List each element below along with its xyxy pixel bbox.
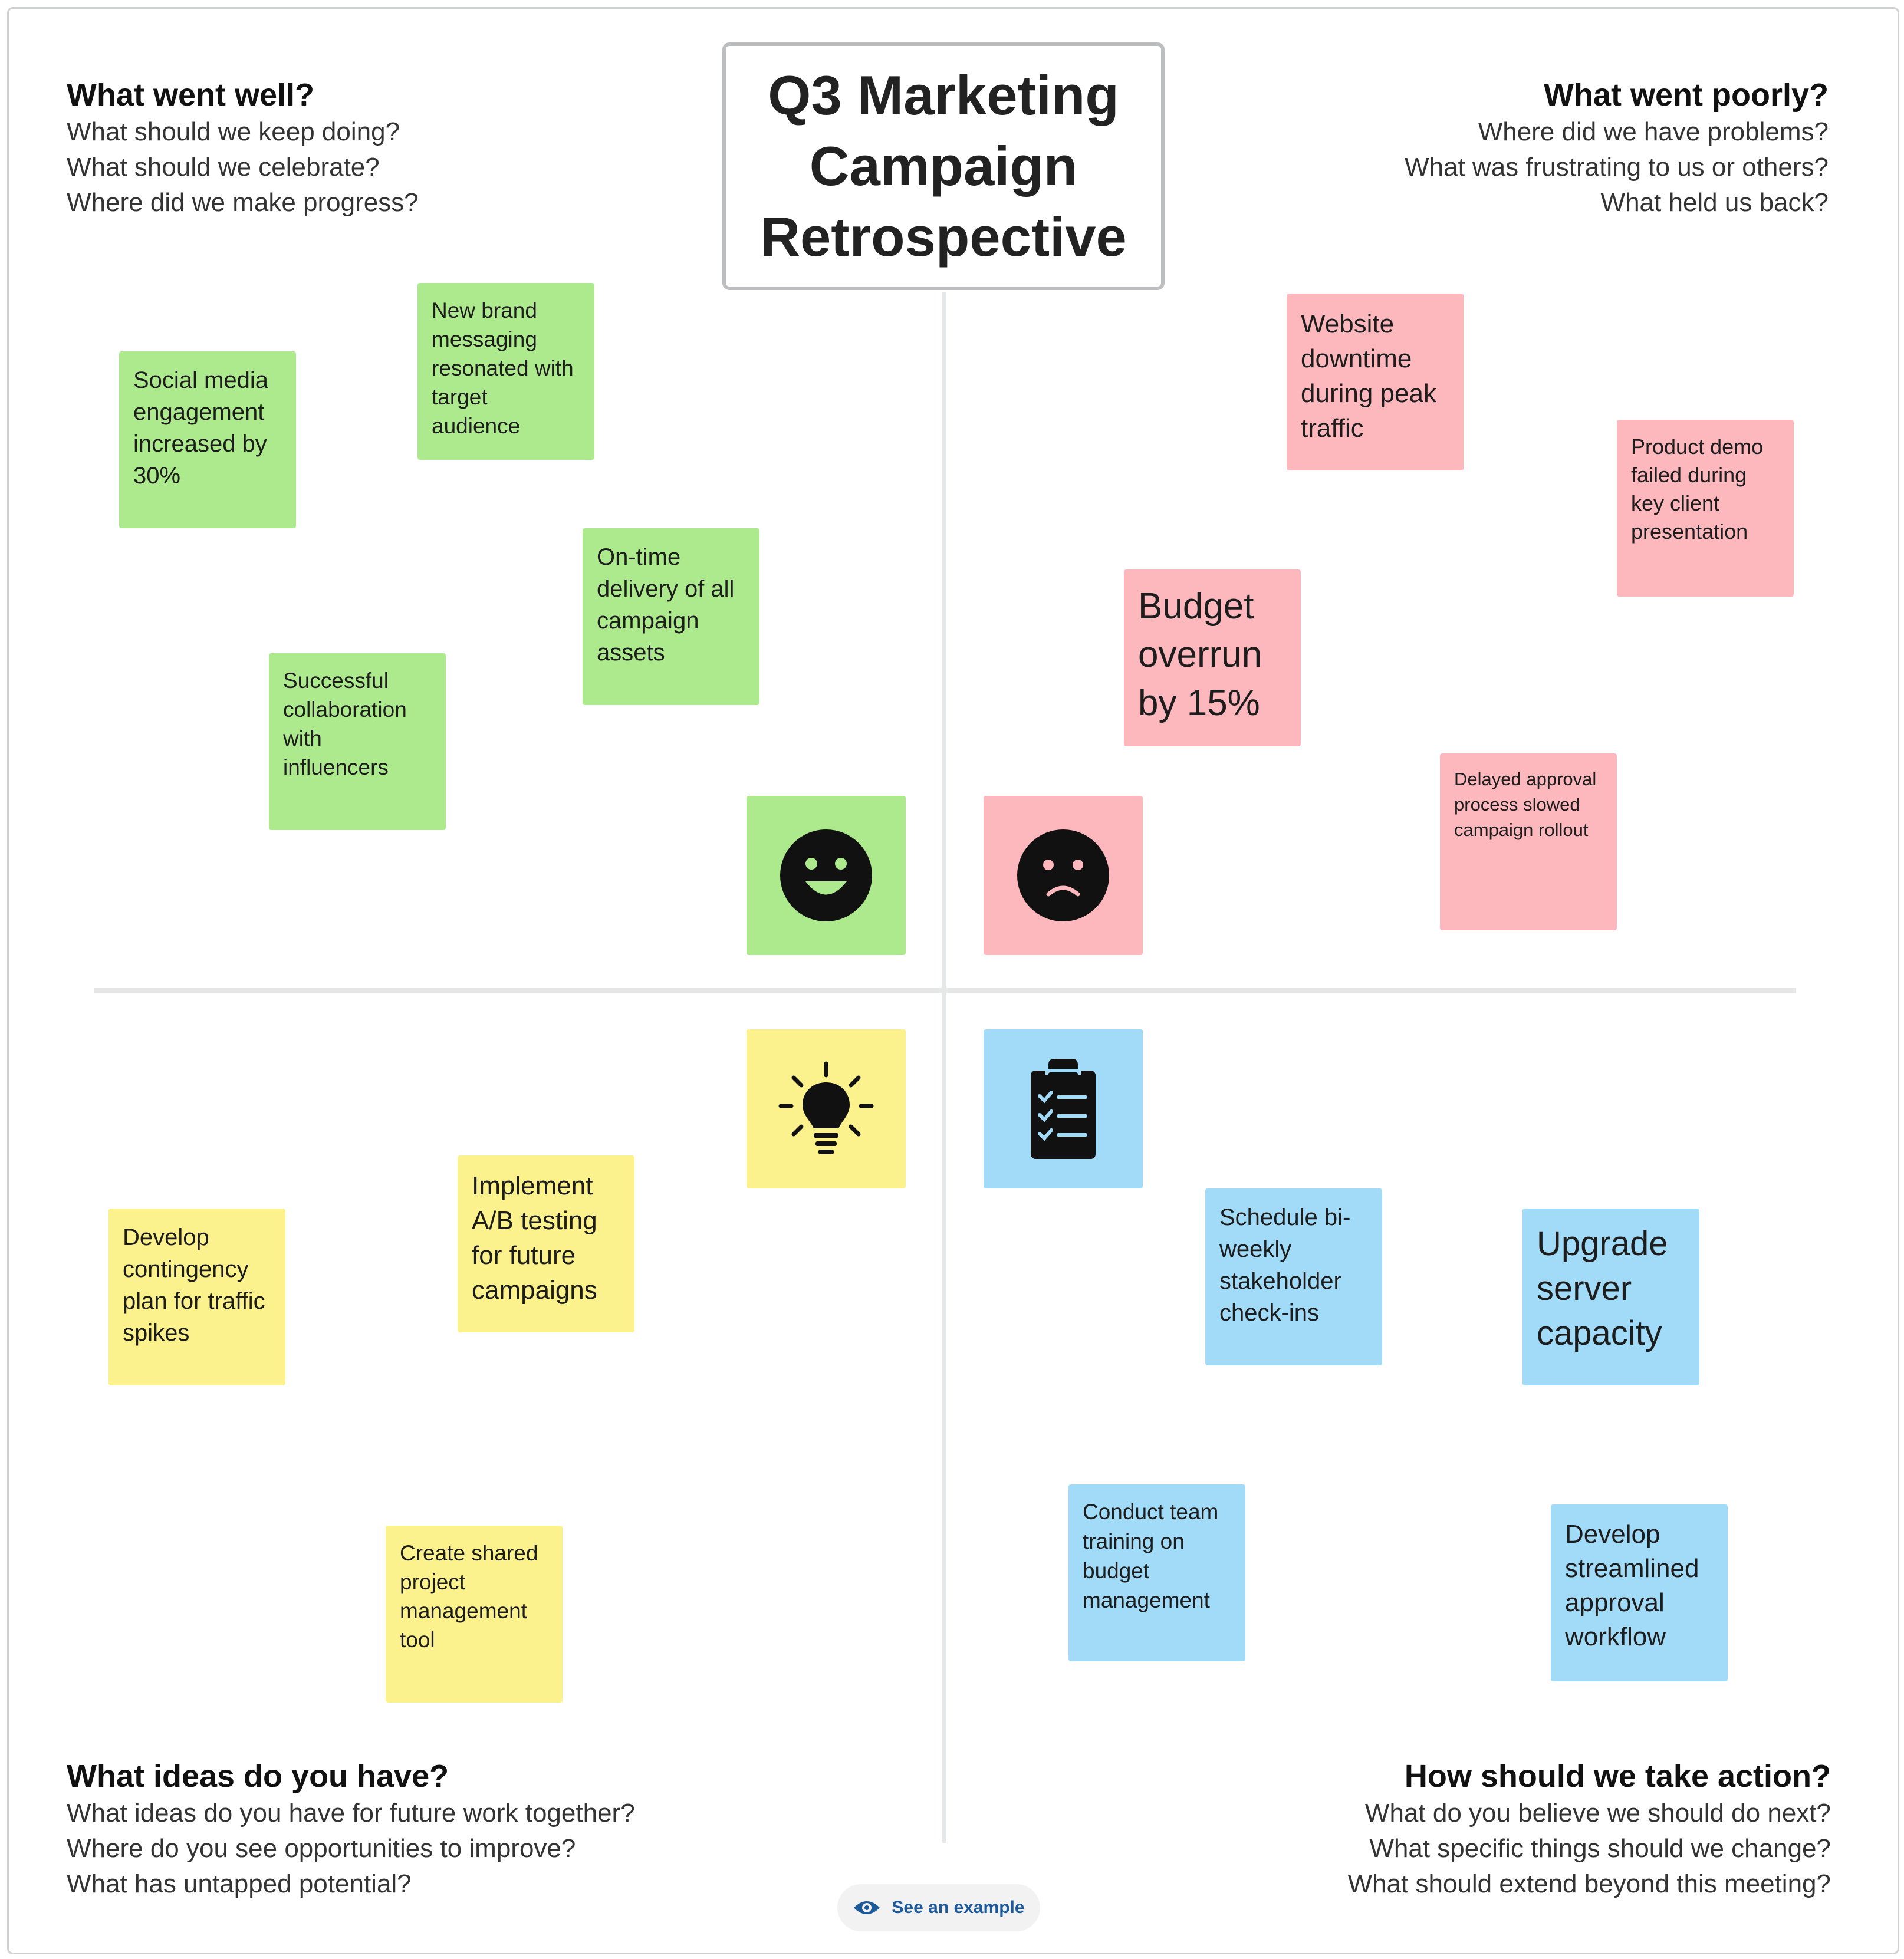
went-well-prompt: What should we celebrate? [67,153,380,182]
went-poorly-heading: What went poorly? Where did we have prob… [1180,75,1829,220]
went-poorly-prompt: What held us back? [1600,188,1829,217]
smiley-face-icon [780,829,872,921]
sticky-note-text: Schedule bi-weekly stakeholder check-ins [1219,1204,1351,1326]
ideas-title: What ideas do you have? [67,1759,449,1794]
vertical-divider [942,292,946,1843]
action-heading: How should we take action? What do you b… [1182,1757,1831,1902]
ideas-prompt: Where do you see opportunities to improv… [67,1834,576,1863]
sticky-note-text: Successful collaboration with influencer… [283,669,407,779]
board-title-card[interactable]: Q3 Marketing Campaign Retrospective [722,42,1165,290]
ideas-prompt: What has untapped potential? [67,1869,412,1898]
went-well-prompt: What should we keep doing? [67,117,400,146]
sticky-note[interactable]: Develop streamlined approval workflow [1551,1504,1728,1681]
sticky-note-text: Develop contingency plan for traffic spi… [123,1224,265,1346]
sticky-note[interactable]: Conduct team training on budget manageme… [1068,1484,1245,1661]
action-prompt: What specific things should we change? [1369,1834,1831,1863]
went-well-heading: What went well? What should we keep doin… [67,75,419,220]
sticky-note[interactable]: Schedule bi-weekly stakeholder check-ins [1205,1188,1382,1365]
sticky-note[interactable]: New brand messaging resonated with targe… [417,283,594,460]
sticky-note[interactable]: Create shared project management tool [386,1526,563,1703]
went-poorly-title: What went poorly? [1544,77,1829,113]
sticky-note[interactable]: Implement A/B testing for future campaig… [458,1155,634,1332]
sticky-note-text: Social media engagement increased by 30% [133,367,269,489]
sticky-note-text: Product demo failed during key client pr… [1631,434,1764,544]
action-prompt: What do you believe we should do next? [1364,1799,1831,1828]
sticky-note-text: New brand messaging resonated with targe… [432,298,574,438]
sticky-note[interactable]: Successful collaboration with influencer… [269,653,446,830]
ideas-prompt: What ideas do you have for future work t… [67,1799,635,1828]
went-poorly-prompt: What was frustrating to us or others? [1405,153,1829,182]
sticky-note-text: Conduct team training on budget manageme… [1083,1500,1219,1612]
sticky-note[interactable]: On-time delivery of all campaign assets [583,528,759,705]
sticky-note[interactable]: Website downtime during peak traffic [1287,294,1464,470]
lightbulb-icon [778,1061,874,1154]
went-poorly-prompt: Where did we have problems? [1478,117,1829,146]
see-example-label: See an example [892,1898,1025,1917]
sticky-note-text: Budget overrun by 15% [1138,586,1262,723]
action-prompt: What should extend beyond this meeting? [1347,1869,1831,1898]
lightbulb-tile[interactable] [747,1029,906,1188]
sticky-note[interactable]: Social media engagement increased by 30% [119,351,296,528]
action-title: How should we take action? [1404,1759,1831,1794]
ideas-heading: What ideas do you have? What ideas do yo… [67,1757,635,1902]
sticky-note[interactable]: Product demo failed during key client pr… [1617,420,1794,597]
clipboard-checklist-icon [1031,1059,1096,1159]
sticky-note[interactable]: Delayed approval process slowed campaign… [1440,753,1617,930]
sticky-note-text: Upgrade server capacity [1537,1224,1668,1352]
see-example-button[interactable]: See an example [837,1884,1040,1931]
sticky-note[interactable]: Upgrade server capacity [1522,1209,1699,1385]
sad-face-tile[interactable] [984,796,1143,955]
sad-face-icon [1017,829,1109,921]
sticky-note-text: On-time delivery of all campaign assets [597,544,735,666]
sticky-note-text: Develop streamlined approval workflow [1565,1520,1699,1651]
sticky-note[interactable]: Develop contingency plan for traffic spi… [108,1209,285,1385]
board-title: Q3 Marketing Campaign Retrospective [760,64,1127,268]
went-well-prompt: Where did we make progress? [67,188,419,217]
clipboard-tile[interactable] [984,1029,1143,1188]
sticky-note-text: Create shared project management tool [400,1541,538,1652]
went-well-title: What went well? [67,77,315,113]
sticky-note-text: Delayed approval process slowed campaign… [1454,769,1597,840]
sticky-note[interactable]: Budget overrun by 15% [1124,569,1301,746]
sticky-note-text: Website downtime during peak traffic [1301,310,1436,443]
eye-icon [854,1901,880,1914]
horizontal-divider [94,988,1796,993]
sticky-note-text: Implement A/B testing for future campaig… [472,1171,597,1305]
smiley-face-tile[interactable] [747,796,906,955]
